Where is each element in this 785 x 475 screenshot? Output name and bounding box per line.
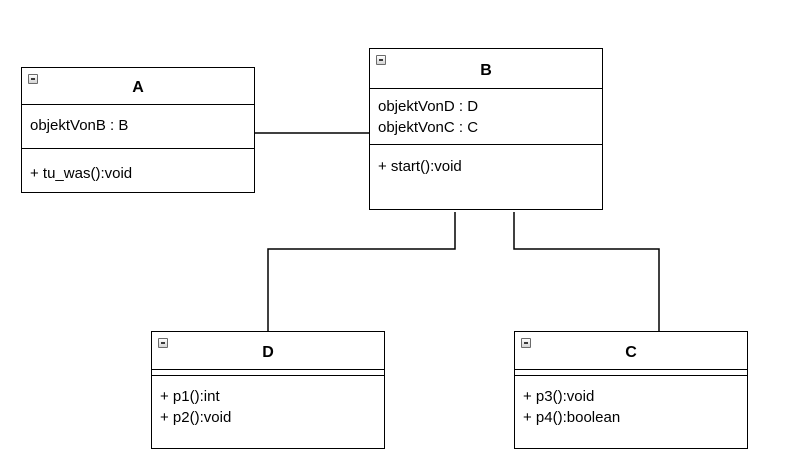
class-d[interactable]: D + p1():int + p2():void (151, 331, 385, 449)
class-c-name: C (625, 344, 637, 361)
collapse-icon[interactable] (158, 338, 168, 348)
class-c-header[interactable]: C (515, 332, 747, 370)
class-c-operations: + p3():void + p4():boolean (515, 376, 747, 428)
class-b-attributes: objektVonD : D objektVonC : C (370, 89, 602, 145)
class-b[interactable]: B objektVonD : D objektVonC : C + start(… (369, 48, 603, 210)
operation-tu-was: + tu_was():void (30, 165, 133, 182)
operation-p4: + p4():boolean (523, 409, 621, 426)
operation-p3: + p3():void (523, 388, 595, 405)
class-d-operations: + p1():int + p2():void (152, 376, 384, 428)
association-b-c (513, 212, 660, 332)
class-d-attributes (152, 370, 384, 376)
operation-start: + start():void (378, 158, 462, 175)
class-b-name: B (480, 62, 492, 79)
operation-p1: + p1():int (160, 388, 220, 405)
attribute-objektvonc: objektVonC : C (378, 119, 479, 136)
collapse-icon[interactable] (521, 338, 531, 348)
class-a-header[interactable]: A (22, 68, 254, 105)
class-d-name: D (262, 344, 274, 361)
attribute-objektvonb: objektVonB : B (30, 117, 129, 134)
class-a-name: A (132, 79, 144, 96)
class-a-attributes: objektVonB : B (22, 105, 254, 149)
class-b-operations: + start():void (370, 145, 602, 177)
association-b-d (267, 212, 456, 332)
class-b-header[interactable]: B (370, 49, 602, 89)
attribute-objektvond: objektVonD : D (378, 98, 479, 115)
collapse-icon[interactable] (28, 74, 38, 84)
class-a-operations: + tu_was():void (22, 149, 254, 184)
class-d-header[interactable]: D (152, 332, 384, 370)
operation-p2: + p2():void (160, 409, 232, 426)
collapse-icon[interactable] (376, 55, 386, 65)
class-a[interactable]: A objektVonB : B + tu_was():void (21, 67, 255, 193)
class-c[interactable]: C + p3():void + p4():boolean (514, 331, 748, 449)
class-c-attributes (515, 370, 747, 376)
